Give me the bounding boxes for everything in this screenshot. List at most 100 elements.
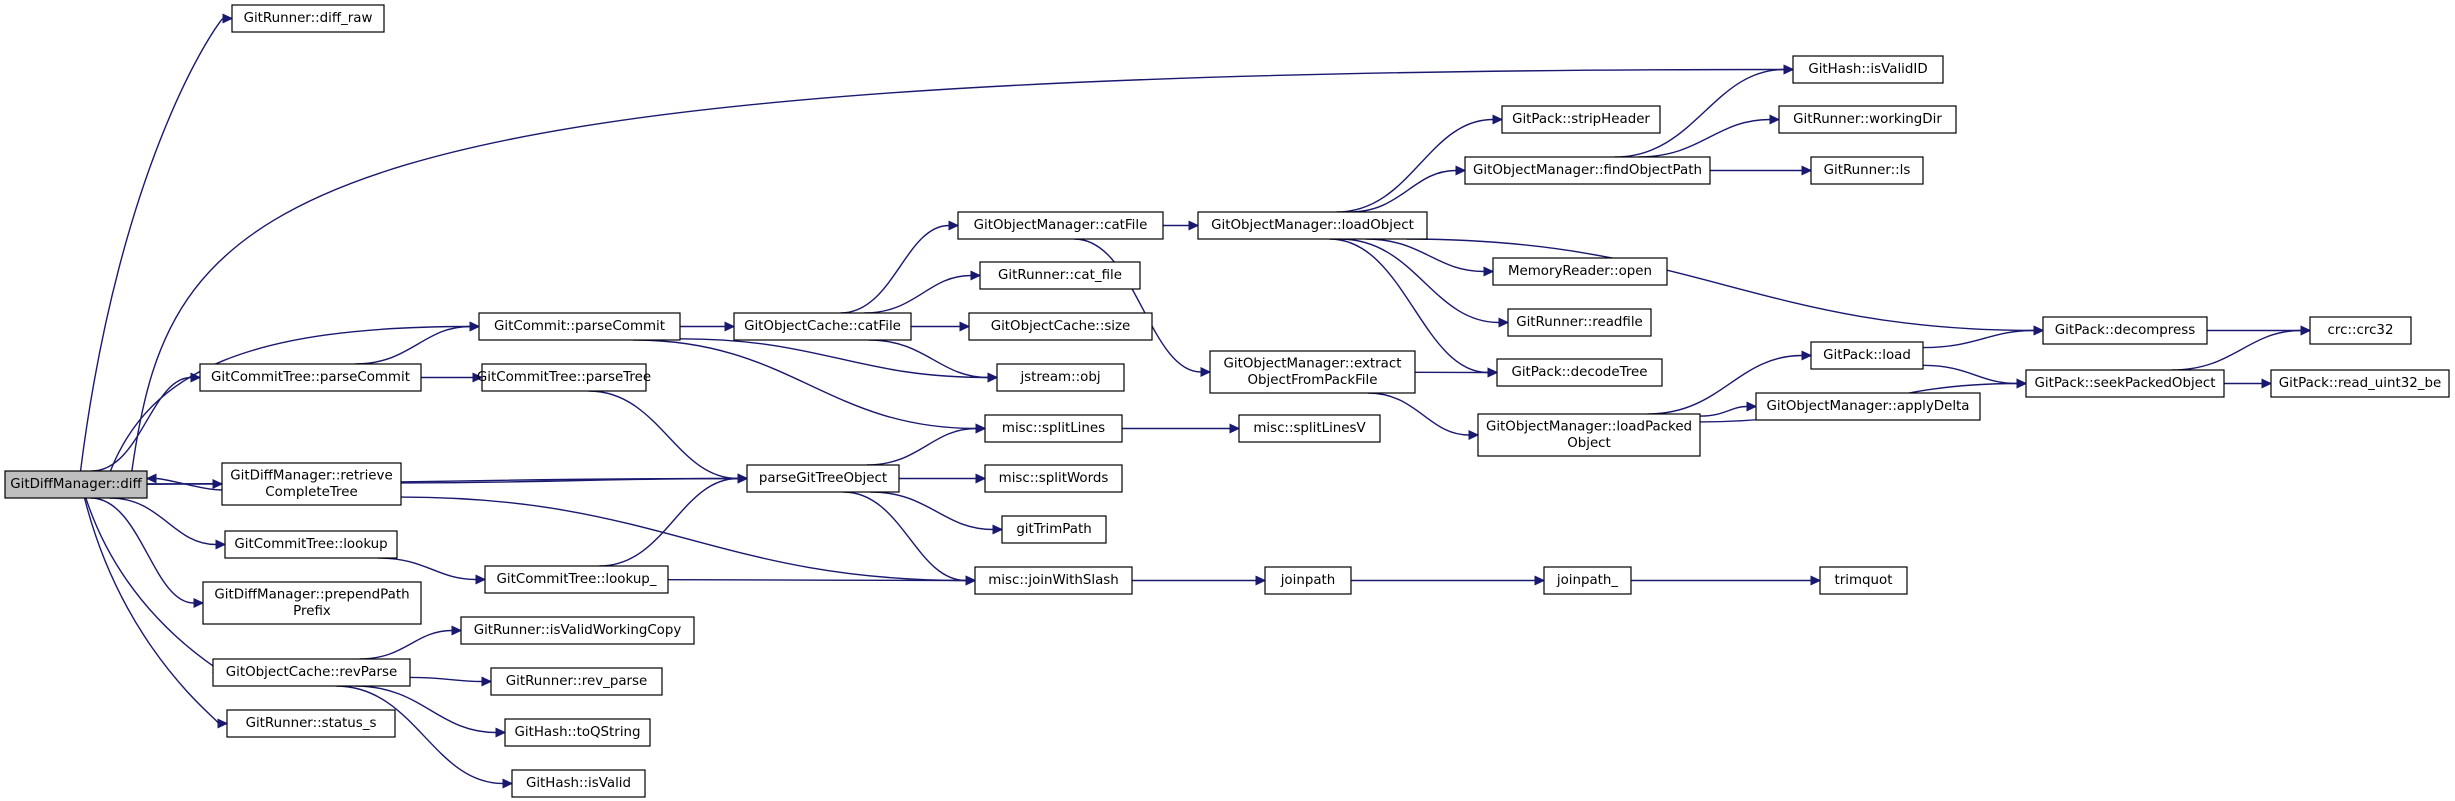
node-box: [746, 464, 900, 493]
node-label: jstream::obj: [1019, 370, 1100, 385]
edge-loadPacked-to-applyDelta: [1699, 405, 1748, 417]
node-gitobjectcache-revparse[interactable]: GitObjectCache::revParse: [212, 658, 411, 687]
node-githash-isvalidid[interactable]: GitHash::isValidID: [1792, 55, 1944, 84]
node-box: [1464, 156, 1711, 185]
node-box: [1496, 358, 1663, 387]
node-gitpack-decompress[interactable]: GitPack::decompress: [2042, 316, 2208, 345]
edge-loadObject-to-decompress: [1406, 238, 2035, 332]
arrowhead-diff-to-diff_raw: [222, 13, 234, 24]
node-gitcommit-parsecommit[interactable]: GitCommit::parseCommit: [478, 312, 681, 341]
node-joinpath[interactable]: joinpath: [1264, 566, 1352, 595]
node-box: [1810, 341, 1924, 370]
node-gittrimpath[interactable]: gitTrimPath: [1001, 515, 1107, 544]
node-githash-isvalid[interactable]: GitHash::isValid: [511, 769, 646, 798]
edge-diff-to-ctParseCommit: [91, 376, 192, 472]
node-trimquot[interactable]: trimquot: [1819, 566, 1908, 595]
node-gitrunner-workingdir[interactable]: GitRunner::workingDir: [1778, 105, 1957, 134]
arrowhead-extract-to-loadPacked: [1468, 430, 1480, 440]
node-misc-splitlines[interactable]: misc::splitLines: [984, 414, 1123, 443]
node-gitobjectcache-size[interactable]: GitObjectCache::size: [968, 312, 1153, 341]
arrowhead-parseCommit-to-ocCatFile: [724, 321, 736, 332]
node-label: GitObjectManager::extract: [1224, 356, 1402, 371]
arrowhead-omCatFile-to-extract: [1200, 367, 1212, 377]
node-githash-toqstring[interactable]: GitHash::toQString: [504, 718, 651, 747]
node-gitrunner-readfile[interactable]: GitRunner::readfile: [1507, 308, 1652, 337]
arrowhead-extract-to-decodeTree: [1487, 367, 1499, 378]
node-gitobjectmanager-applydelta[interactable]: GitObjectManager::applyDelta: [1755, 392, 1981, 421]
node-label: GitCommitTree::lookup_: [497, 572, 657, 587]
node-misc-joinwithslash[interactable]: misc::joinWithSlash: [974, 566, 1133, 595]
node-gitcommittree-lookup[interactable]: GitCommitTree::lookup_: [484, 565, 669, 594]
node-gitcommittree-parsecommit[interactable]: GitCommitTree::parseCommit: [199, 363, 422, 392]
node-label: GitPack::load: [1823, 348, 1911, 363]
node-gitobjectmanager-extract-objectfrompackfile[interactable]: GitObjectManager::extractObjectFromPackF…: [1209, 350, 1416, 394]
node-box: [504, 718, 651, 747]
node-label: GitRunner::diff_raw: [244, 11, 373, 26]
call-edges: [79, 13, 2312, 789]
node-gitpack-load[interactable]: GitPack::load: [1810, 341, 1924, 370]
node-gitrunner-diff-raw[interactable]: GitRunner::diff_raw: [231, 4, 385, 33]
node-joinpath[interactable]: joinpath_: [1543, 566, 1632, 595]
node-gitcommittree-parsetree[interactable]: GitCommitTree::parseTree: [477, 363, 651, 392]
node-box: [1778, 105, 1957, 134]
node-gitcommittree-lookup[interactable]: GitCommitTree::lookup: [224, 530, 398, 559]
edge-loadObject-to-stripHeader: [1336, 118, 1494, 213]
node-gitobjectmanager-findobjectpath[interactable]: GitObjectManager::findObjectPath: [1464, 156, 1711, 185]
node-label: GitDiffManager::diff: [10, 477, 142, 492]
edge-lookup-to-lookup_: [378, 557, 477, 581]
node-gitpack-decodetree[interactable]: GitPack::decodeTree: [1496, 358, 1663, 387]
node-crc-crc32[interactable]: crc::crc32: [2309, 316, 2412, 345]
node-label: GitPack::seekPackedObject: [2034, 376, 2215, 391]
node-gitobjectcache-catfile[interactable]: GitObjectCache::catFile: [733, 312, 912, 341]
node-gitpack-stripheader[interactable]: GitPack::stripHeader: [1501, 105, 1661, 134]
edge-ocCatFile-to-jstreamObj: [868, 339, 989, 379]
node-box: [1197, 211, 1428, 240]
node-gitrunner-cat-file[interactable]: GitRunner::cat_file: [979, 261, 1141, 290]
node-gitpack-seekpackedobject[interactable]: GitPack::seekPackedObject: [2025, 369, 2225, 398]
node-box: [1477, 413, 1701, 457]
node-gitobjectmanager-catfile[interactable]: GitObjectManager::catFile: [957, 211, 1164, 240]
edge-retrieve-to-diff: [155, 477, 223, 491]
node-gitobjectmanager-loadobject[interactable]: GitObjectManager::loadObject: [1197, 211, 1428, 240]
node-misc-splitlinesv[interactable]: misc::splitLinesV: [1238, 414, 1381, 443]
node-label: GitHash::isValid: [526, 776, 631, 791]
node-label: GitRunner::rev_parse: [506, 674, 648, 689]
edge-diff-to-prepend: [90, 497, 195, 604]
node-box: [1238, 414, 1381, 443]
node-gitrunner-status-s[interactable]: GitRunner::status_s: [226, 709, 396, 738]
arrowhead-loadPacked-to-applyDelta: [1746, 401, 1758, 412]
node-label: GitCommitTree::parseCommit: [211, 370, 410, 385]
node-memoryreader-open[interactable]: MemoryReader::open: [1492, 257, 1668, 286]
node-misc-splitwords[interactable]: misc::splitWords: [984, 464, 1123, 493]
edge-ocCatFile-to-cat_file: [864, 274, 972, 314]
node-jstream-obj[interactable]: jstream::obj: [996, 363, 1125, 392]
node-gitpack-read-uint32-be[interactable]: GitPack::read_uint32_be: [2270, 369, 2450, 398]
arrowhead-omCatFile-to-loadObject: [1188, 220, 1200, 231]
edge-revParse-to-isValid: [335, 685, 504, 785]
edge-parseGitTree-to-splitLines: [866, 427, 977, 466]
arrowhead-joinWithSlash-to-joinpath: [1255, 575, 1267, 586]
node-box: [957, 211, 1164, 240]
node-box: [1507, 308, 1652, 337]
node-box: [226, 709, 396, 738]
node-gitrunner-rev-parse[interactable]: GitRunner::rev_parse: [490, 667, 663, 696]
node-box: [212, 658, 411, 687]
node-label: Object: [1567, 436, 1611, 451]
arrowhead-loadObject-to-findObjectPath: [1455, 165, 1467, 176]
edge-retrieve-to-joinWithSlash: [400, 496, 967, 582]
edge-ocCatFile-to-omCatFile: [840, 224, 950, 314]
edge-diff-to-status_s: [83, 497, 219, 725]
node-gitrunner-isvalidworkingcopy[interactable]: GitRunner::isValidWorkingCopy: [460, 616, 695, 645]
edge-revParse-to-toQString: [355, 685, 497, 734]
arrowhead-packLoad-to-decompress: [2033, 325, 2045, 336]
node-gitdiffmanager-diff[interactable]: GitDiffManager::diff: [4, 470, 148, 499]
edge-revParse-to-rev_parse: [409, 676, 483, 683]
node-box: [199, 363, 422, 392]
node-gitrunner-ls[interactable]: GitRunner::ls: [1810, 156, 1924, 185]
node-box: [1792, 55, 1944, 84]
node-label: GitCommitTree::parseTree: [477, 370, 651, 385]
node-parsegittreeobject[interactable]: parseGitTreeObject: [746, 464, 900, 493]
